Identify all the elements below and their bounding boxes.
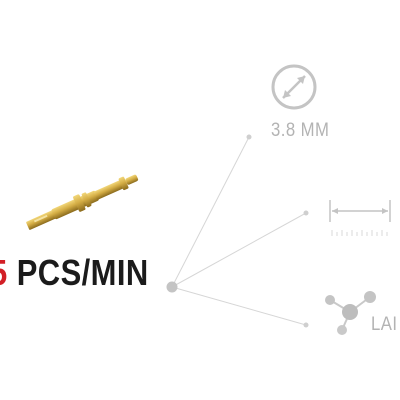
diameter-icon: [271, 64, 317, 110]
node-dot-network: [303, 322, 309, 328]
connector-line-network: [171, 286, 307, 326]
molecule-network-icon: [325, 291, 376, 335]
connector-line-length: [171, 212, 307, 288]
production-rate: 5 PCS/MIN: [0, 255, 149, 291]
node-dot-length: [303, 210, 309, 216]
network-label: LAI: [371, 314, 398, 335]
rate-unit: PCS/MIN: [16, 252, 149, 293]
hub-dot: [166, 281, 178, 293]
diameter-value: 3.8 MM: [271, 120, 330, 141]
node-dot-diameter: [246, 134, 252, 140]
brass-pin-image: [26, 174, 139, 230]
rate-value: 5: [0, 252, 8, 293]
length-ruler-icon: [329, 200, 391, 236]
connector-line-diameter: [171, 136, 250, 288]
